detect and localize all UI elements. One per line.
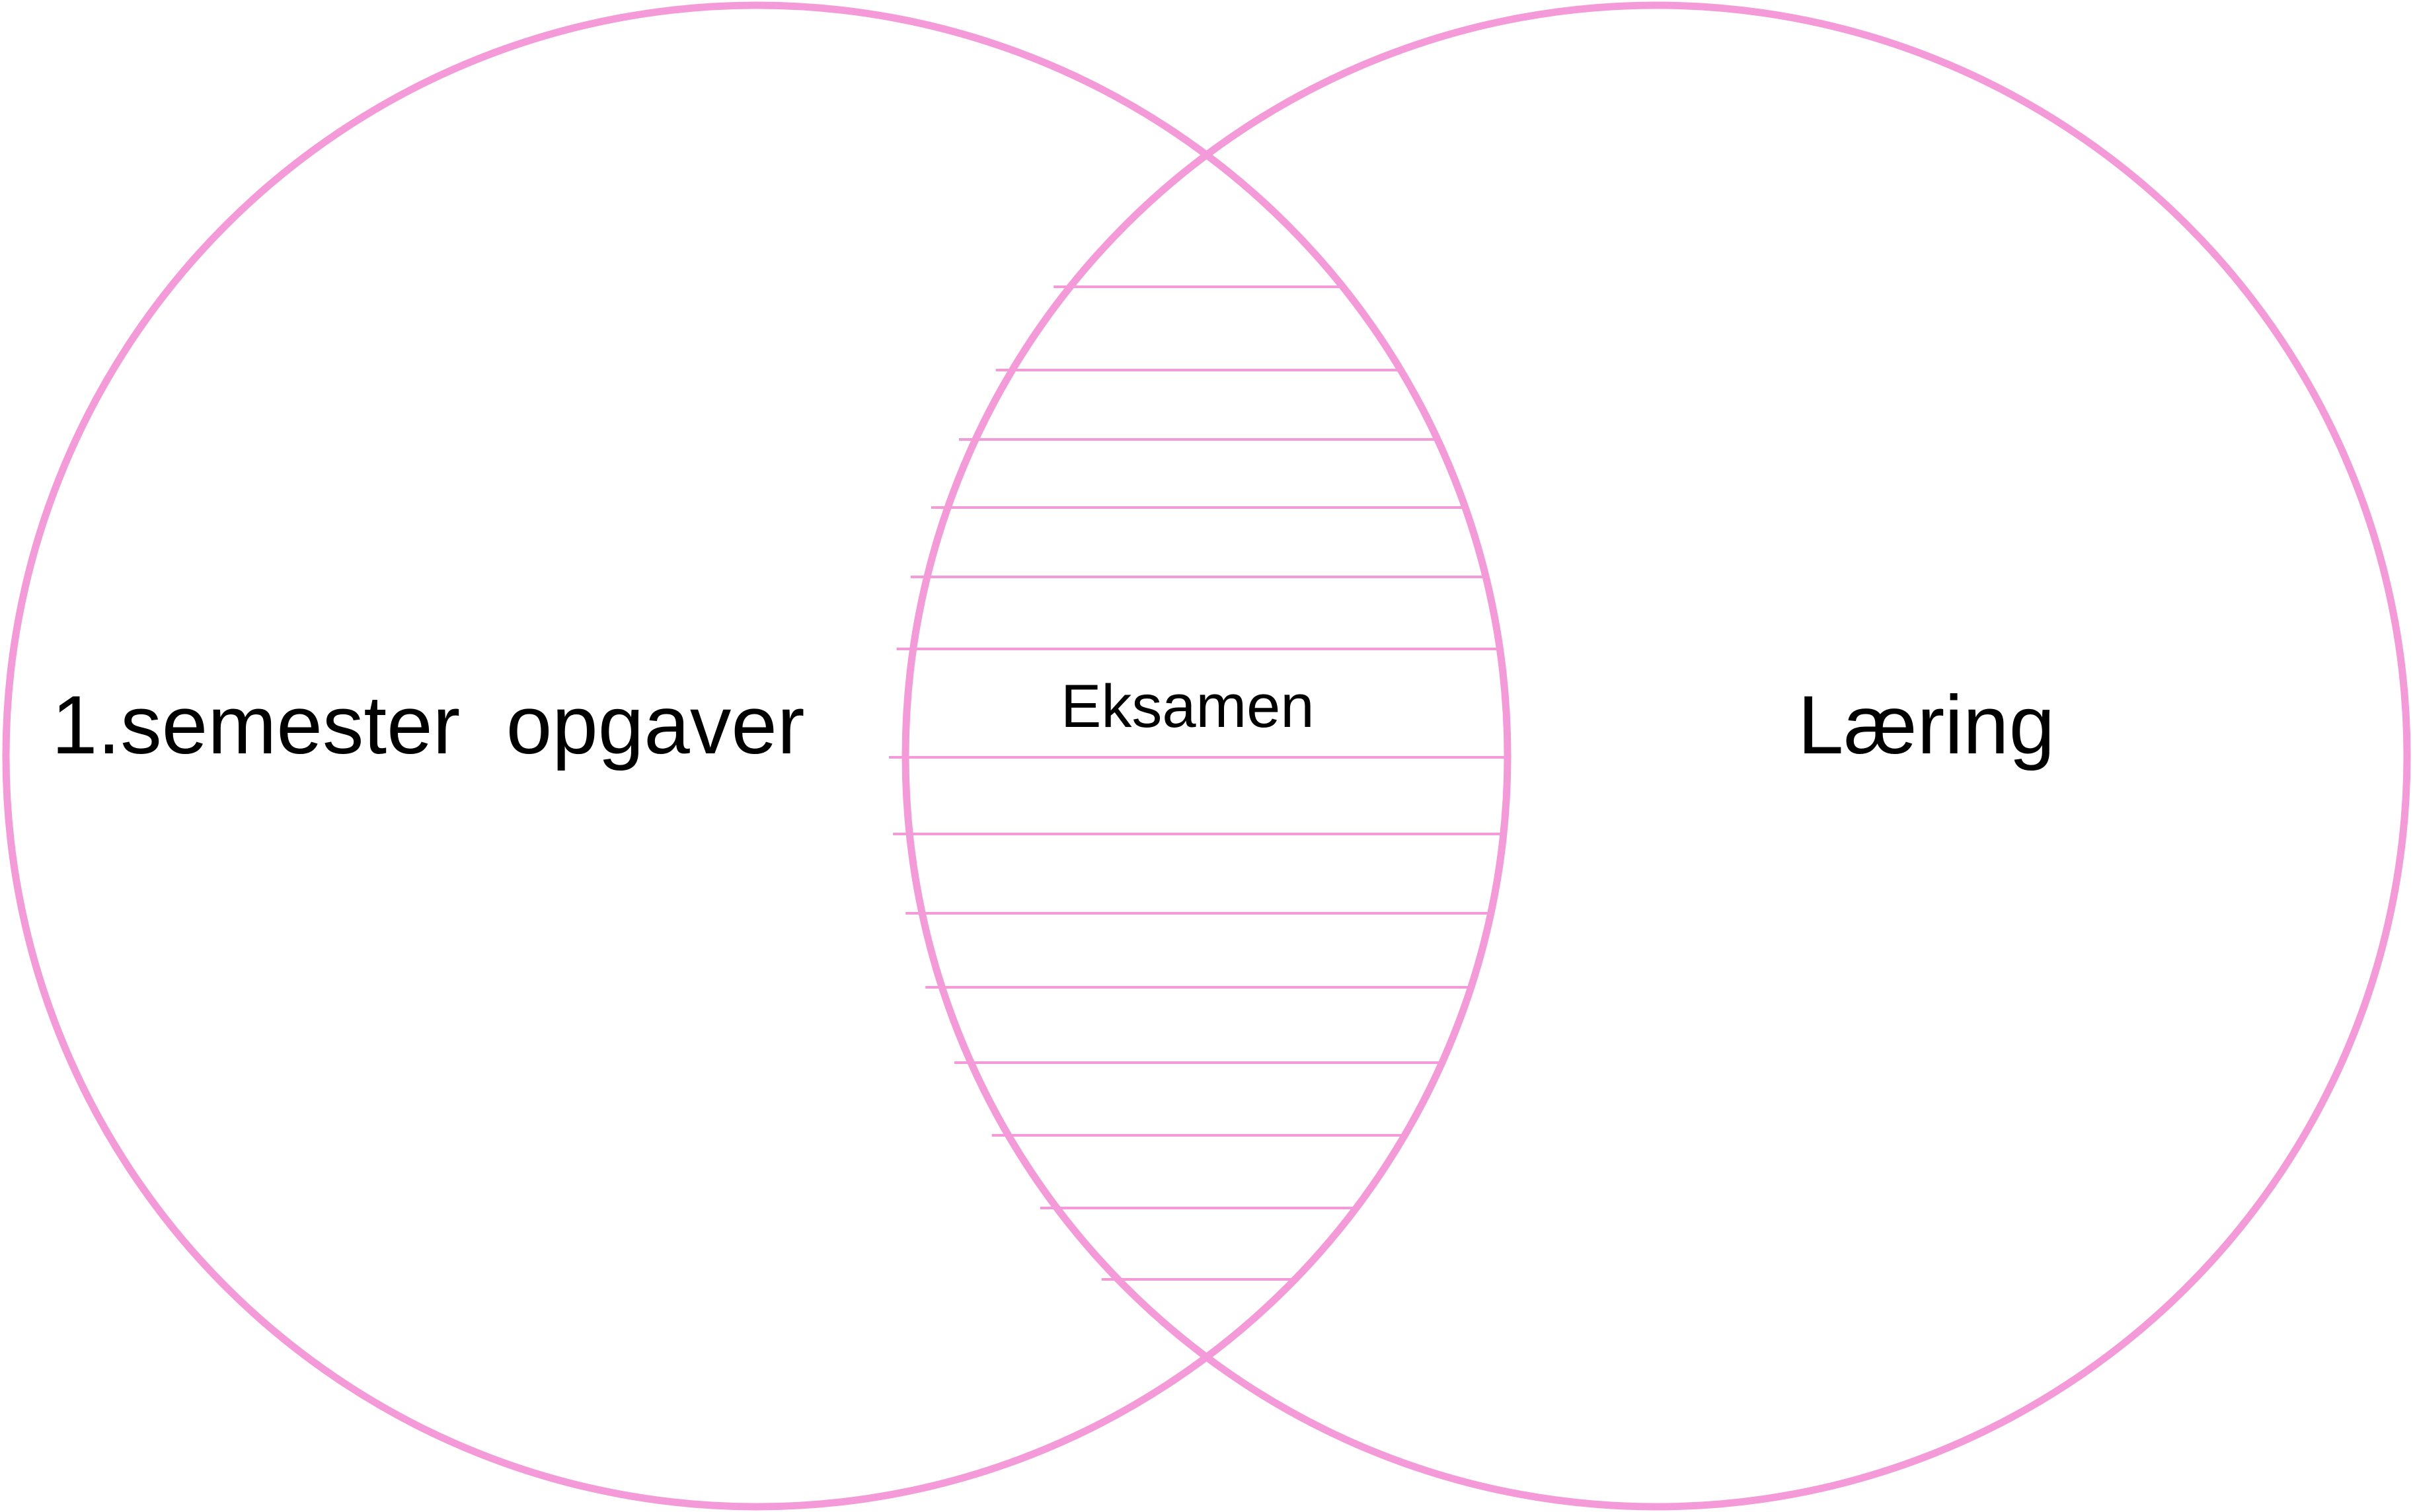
set-label-left: 1.semester opgaver bbox=[52, 679, 804, 771]
set-label-right: Læring bbox=[1798, 679, 2055, 771]
set-circle-left bbox=[2, 1, 1512, 1511]
set-circle-right bbox=[901, 1, 2411, 1511]
intersection-label: Eksamen bbox=[1061, 673, 1315, 740]
intersection-hatch bbox=[889, 285, 1508, 1281]
